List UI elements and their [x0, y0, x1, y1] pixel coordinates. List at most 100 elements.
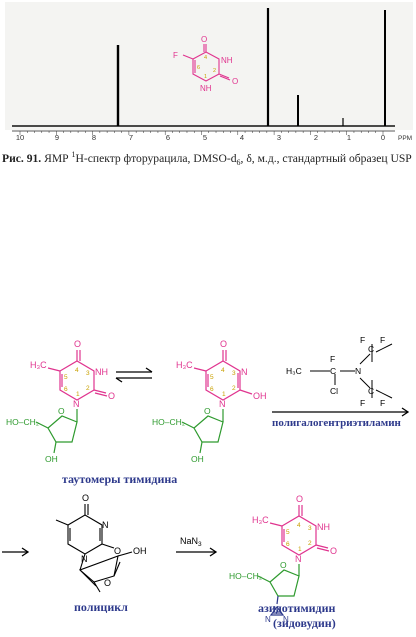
azt-methyl: H₃C: [252, 515, 269, 525]
azt-azide-n3: N: [283, 615, 289, 624]
tick-8: 8: [92, 133, 96, 142]
poly-n: N: [102, 520, 109, 530]
nan3-reagent: NaN3: [180, 536, 202, 548]
tick-2: 2: [314, 133, 318, 142]
t1-pos6: 6: [64, 386, 68, 393]
azt-oxygen-2: O: [330, 546, 337, 556]
azt-nh: NH: [317, 522, 330, 532]
t1-sugar-o: O: [58, 406, 65, 416]
t2-oxygen-top: O: [220, 339, 227, 349]
azt-pos1: 1: [298, 546, 302, 553]
azt-n1: N: [295, 554, 302, 564]
tick-0: 0: [381, 133, 385, 142]
ppm-label: PPM: [398, 135, 412, 142]
t2-n1: N: [219, 399, 226, 409]
reagent-c: C: [330, 366, 336, 376]
reagent-f-2: F: [360, 335, 365, 345]
azidothymidine-structure: O H₃C NH O N 5 4 6 1 2 3 HO–CH₂ O: [229, 494, 337, 624]
t2-pos3: 3: [232, 370, 236, 377]
t1-oxygen-2: O: [108, 391, 115, 401]
azt-oxygen-top: O: [296, 494, 303, 504]
inset-nh-3: NH: [221, 56, 233, 65]
tick-5: 5: [203, 133, 207, 142]
t1-pos3: 3: [86, 370, 90, 377]
tick-7: 7: [129, 133, 133, 142]
t2-oh-2: OH: [253, 391, 267, 401]
azt-sugar-o: O: [280, 560, 287, 570]
caption-sub: 6: [236, 158, 241, 168]
inset-pos-2: 2: [213, 68, 216, 74]
t1-hoch2: HO–CH₂: [6, 417, 39, 427]
reagent-cl: Cl: [330, 386, 338, 396]
t2-pos4: 4: [221, 367, 225, 374]
tick-1: 1: [347, 133, 351, 142]
inset-nh-1: NH: [200, 84, 212, 93]
t2-methyl: H₃C: [176, 360, 193, 370]
inset-pos-4: 4: [204, 55, 207, 61]
inset-fluorouracil-molecule: [182, 44, 231, 82]
inset-pos-6: 6: [197, 65, 200, 71]
reagent-c3: C: [368, 386, 374, 396]
azidothymidine-label: азидотимидин: [258, 601, 336, 615]
t1-pos5: 5: [64, 374, 68, 381]
poly-oxygen-top: O: [82, 493, 89, 503]
tick-6: 6: [166, 133, 170, 142]
inset-oxygen-bottom: O: [232, 77, 238, 86]
azt-pos6: 6: [286, 541, 290, 548]
axis-minor-ticks: [19, 131, 384, 135]
inset-fluorine: F: [173, 51, 178, 60]
t2-hoch2: HO–CH₂: [152, 417, 185, 427]
reaction-arrow-1: [272, 407, 410, 417]
tick-3: 3: [277, 133, 281, 142]
tick-10: 10: [16, 133, 24, 142]
azt-azide-n1: N: [273, 605, 279, 614]
t1-nh: NH: [95, 367, 108, 377]
reaction-arrow-2: [2, 547, 30, 557]
azt-azide-n2: N: [265, 615, 271, 624]
t1-oxygen-top: O: [74, 339, 81, 349]
reaction-scheme: O H₃C NH O N 5 4 6 1 2 3 HO–CH₂ OH O: [2, 335, 410, 624]
t2-pos1: 1: [222, 391, 226, 398]
caption-mid: Н-спектр фторурацила, DMSO-d: [75, 151, 237, 165]
poly-n1: N: [81, 554, 88, 564]
tick-9: 9: [55, 133, 59, 142]
t2-pos5: 5: [210, 374, 214, 381]
caption-sup: 1: [71, 150, 76, 159]
reagent-f-4: F: [360, 398, 365, 408]
zidovudine-label: (зидовудин): [273, 616, 336, 630]
poly-sugar-o: O: [104, 578, 111, 588]
tick-4: 4: [240, 133, 244, 142]
azt-pos5: 5: [286, 529, 290, 536]
inset-oxygen-top: O: [201, 35, 207, 44]
reagent-n: N: [355, 366, 361, 376]
reagent-c2: C: [368, 344, 374, 354]
tautomer-label: таутомеры тимидина: [62, 472, 178, 486]
t2-n3: N: [241, 367, 248, 377]
t1-n1: N: [73, 399, 80, 409]
azt-pos3: 3: [308, 525, 312, 532]
reagent-ch3: H₃C: [286, 366, 302, 376]
reagent-f-top: F: [330, 354, 335, 364]
t1-oh: OH: [45, 454, 58, 464]
figure-number: Рис. 91.: [2, 151, 42, 165]
spectrum-background: [5, 2, 413, 130]
reaction-arrow-3: [176, 547, 218, 557]
polycycle-label: полицикл: [74, 600, 128, 614]
reagent-f-5: F: [380, 398, 385, 408]
polycycle-structure: [55, 504, 133, 593]
t1-pos4: 4: [75, 367, 79, 374]
caption-pre: ЯМР: [44, 151, 72, 165]
caption-post: , δ, м.д., стандартный образец USP: [240, 151, 412, 165]
reagent-structure: [310, 343, 393, 399]
azt-hoch2: HO–CH₂: [229, 571, 262, 581]
figure-caption: Рис. 91. ЯМР 1Н-спектр фторурацила, DMSO…: [2, 150, 412, 167]
axis-tick-labels: 10 9 8 7 6 5 4 3 2 1 0 PPM: [16, 133, 412, 142]
t1-methyl: H₃C: [30, 360, 47, 370]
t2-pos2: 2: [232, 385, 236, 392]
inset-pos-1: 1: [204, 74, 207, 80]
poly-oh: OH: [133, 546, 147, 556]
t2-pos6: 6: [210, 386, 214, 393]
tautomer-2: O H₃C N OH N 5 4 6 1 2 3 HO–CH₂ OH O: [152, 339, 267, 464]
t1-pos1: 1: [76, 391, 80, 398]
reagent-f-3: F: [380, 335, 385, 345]
